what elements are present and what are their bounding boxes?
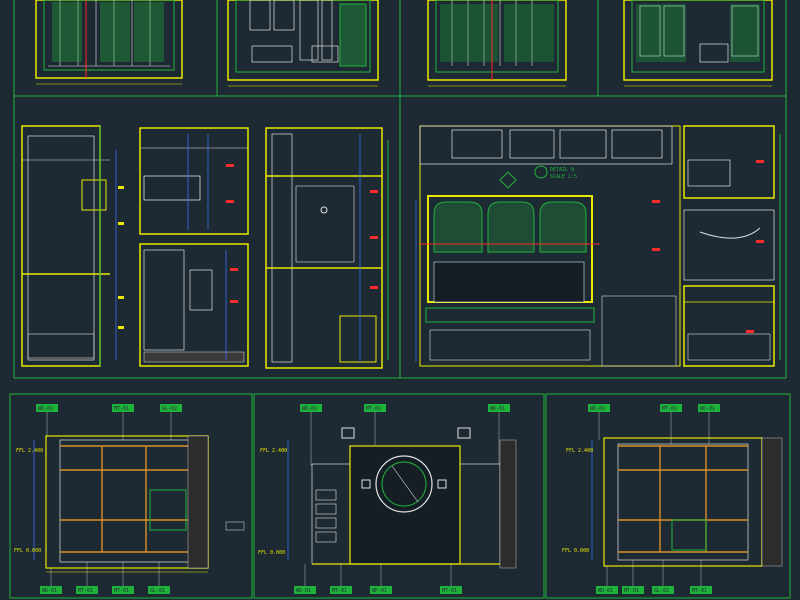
material-tags-top-right: WD-01 MT-01 WD-01 xyxy=(588,404,720,412)
tag-label: GL-02 xyxy=(654,588,669,594)
level-upper-right: FFL 2.400 xyxy=(566,448,593,454)
level-upper-center: FFL 2.400 xyxy=(260,448,287,454)
tag-label: MT-01 xyxy=(78,588,93,594)
tag-leader-lines xyxy=(46,412,710,586)
level-upper-left: FFL 2.400 xyxy=(16,448,43,454)
tag-label: WD-01 xyxy=(700,406,715,412)
material-tags-bottom-right: WD-01 MT-01 GL-02 MT-01 xyxy=(596,586,712,594)
material-tags-top-center: WD-01 MT-01 WD-01 xyxy=(300,404,510,412)
tag-label: WD-01 xyxy=(42,588,57,594)
tag-label: MT-01 xyxy=(366,406,381,412)
bottom-elevation-center: FFL 2.400 FFL 0.000 xyxy=(258,427,517,569)
tag-label: GL-01 xyxy=(150,588,165,594)
level-lower-left: FFL 0.000 xyxy=(14,548,41,554)
top-elevation-2 xyxy=(227,0,379,87)
tag-label: MT-01 xyxy=(662,406,677,412)
tag-label: WD-01 xyxy=(38,406,53,412)
detail-view-right xyxy=(683,125,781,367)
section-view-detail-a xyxy=(139,127,249,367)
tag-label: MT-01 xyxy=(114,406,129,412)
section-view-left xyxy=(21,125,117,367)
tag-label: MT-01 xyxy=(692,588,707,594)
tag-label: WD-01 xyxy=(302,406,317,412)
sheet-frames xyxy=(9,0,791,599)
tag-label: GL-02 xyxy=(162,406,177,412)
section-view-tall-cabinet xyxy=(265,127,389,369)
tag-label: WP-01 xyxy=(372,588,387,594)
level-lower-center: FFL 0.000 xyxy=(258,550,285,556)
tag-label: MT-01 xyxy=(114,588,129,594)
material-tags-bottom-center: WD-01 MT-01 WP-01 MT-01 xyxy=(294,586,462,594)
bottom-elevation-right: FFL 2.400 FFL 0.000 xyxy=(562,437,783,567)
level-lower-right: FFL 0.000 xyxy=(562,548,589,554)
material-tags-top-left: WD-01 MT-01 GL-02 xyxy=(36,404,182,412)
annotation-markers xyxy=(118,160,764,333)
tag-label: MT-01 xyxy=(442,588,457,594)
top-elevation-1 xyxy=(35,0,183,85)
tag-label: WD-01 xyxy=(490,406,505,412)
top-elevation-3 xyxy=(427,0,567,87)
tag-label: MT-01 xyxy=(624,588,639,594)
tag-label: WD-01 xyxy=(590,406,605,412)
tag-label: MT-01 xyxy=(332,588,347,594)
detail-title: DETAIL B xyxy=(550,167,574,173)
tag-label: WD-01 xyxy=(598,588,613,594)
bottom-elevation-left: FFL 2.400 FFL 0.000 xyxy=(14,435,245,573)
detail-scale: SCALE 1:5 xyxy=(550,174,577,180)
tag-label: WD-01 xyxy=(296,588,311,594)
material-tags-bottom-left: WD-01 MT-01 MT-01 GL-01 xyxy=(40,586,170,594)
top-elevation-4 xyxy=(623,0,773,87)
detail-view-center: DETAIL B SCALE 1:5 xyxy=(415,125,681,367)
